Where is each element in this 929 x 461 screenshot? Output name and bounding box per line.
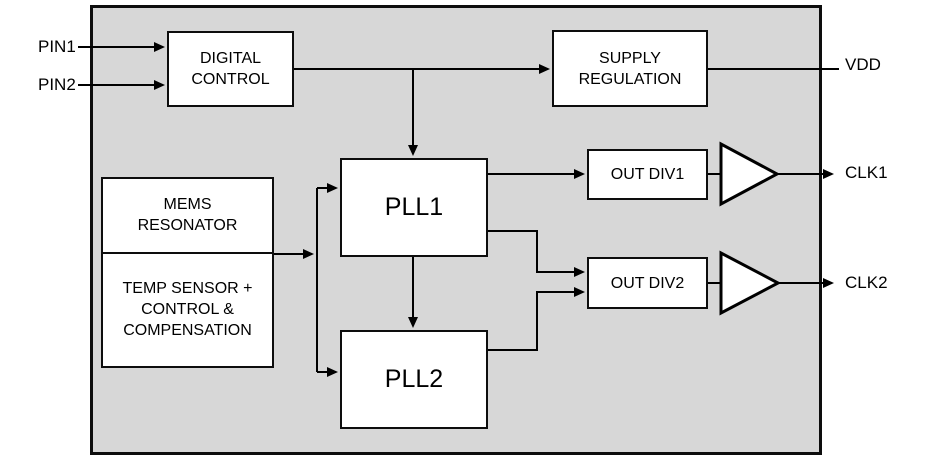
block-pll2: PLL2: [340, 330, 488, 429]
block-pll2-label: PLL2: [384, 365, 444, 393]
pin-label-vdd: VDD: [845, 55, 881, 74]
block-supply-regulation: SUPPLY REGULATION: [552, 30, 708, 107]
pin-label-clk2: CLK2: [845, 273, 888, 292]
block-out-div2: OUT DIV2: [587, 257, 708, 309]
clk1-output-buffer-icon: [719, 141, 781, 207]
pin-label-pin2: PIN2: [38, 75, 76, 94]
wire-pll2-to-out-div2: [488, 287, 585, 351]
pin-label-pin1: PIN1: [38, 37, 76, 56]
block-supply-regulation-label: SUPPLY REGULATION: [578, 49, 682, 88]
clk2-output-buffer-icon: [719, 250, 782, 316]
block-out-div2-label: OUT DIV2: [610, 274, 685, 292]
block-mems-resonator: MEMS RESONATOR: [103, 179, 272, 254]
block-mems: MEMS RESONATOR TEMP SENSOR + CONTROL & C…: [101, 177, 274, 368]
block-mems-resonator-label: MEMS RESONATOR: [137, 196, 238, 235]
block-out-div1: OUT DIV1: [587, 149, 708, 200]
block-out-div1-label: OUT DIV1: [610, 166, 685, 183]
block-pll1: PLL1: [340, 158, 488, 257]
block-digital-control-label: DIGITAL CONTROL: [191, 50, 270, 88]
wire-pll1-to-out-div2: [488, 230, 585, 277]
block-temp-sensor-label: TEMP SENSOR + CONTROL & COMPENSATION: [122, 280, 253, 340]
block-pll1-label: PLL1: [384, 193, 444, 221]
block-digital-control: DIGITAL CONTROL: [167, 31, 294, 107]
block-temp-sensor: TEMP SENSOR + CONTROL & COMPENSATION: [103, 254, 272, 367]
pin-label-clk1: CLK1: [845, 163, 888, 182]
